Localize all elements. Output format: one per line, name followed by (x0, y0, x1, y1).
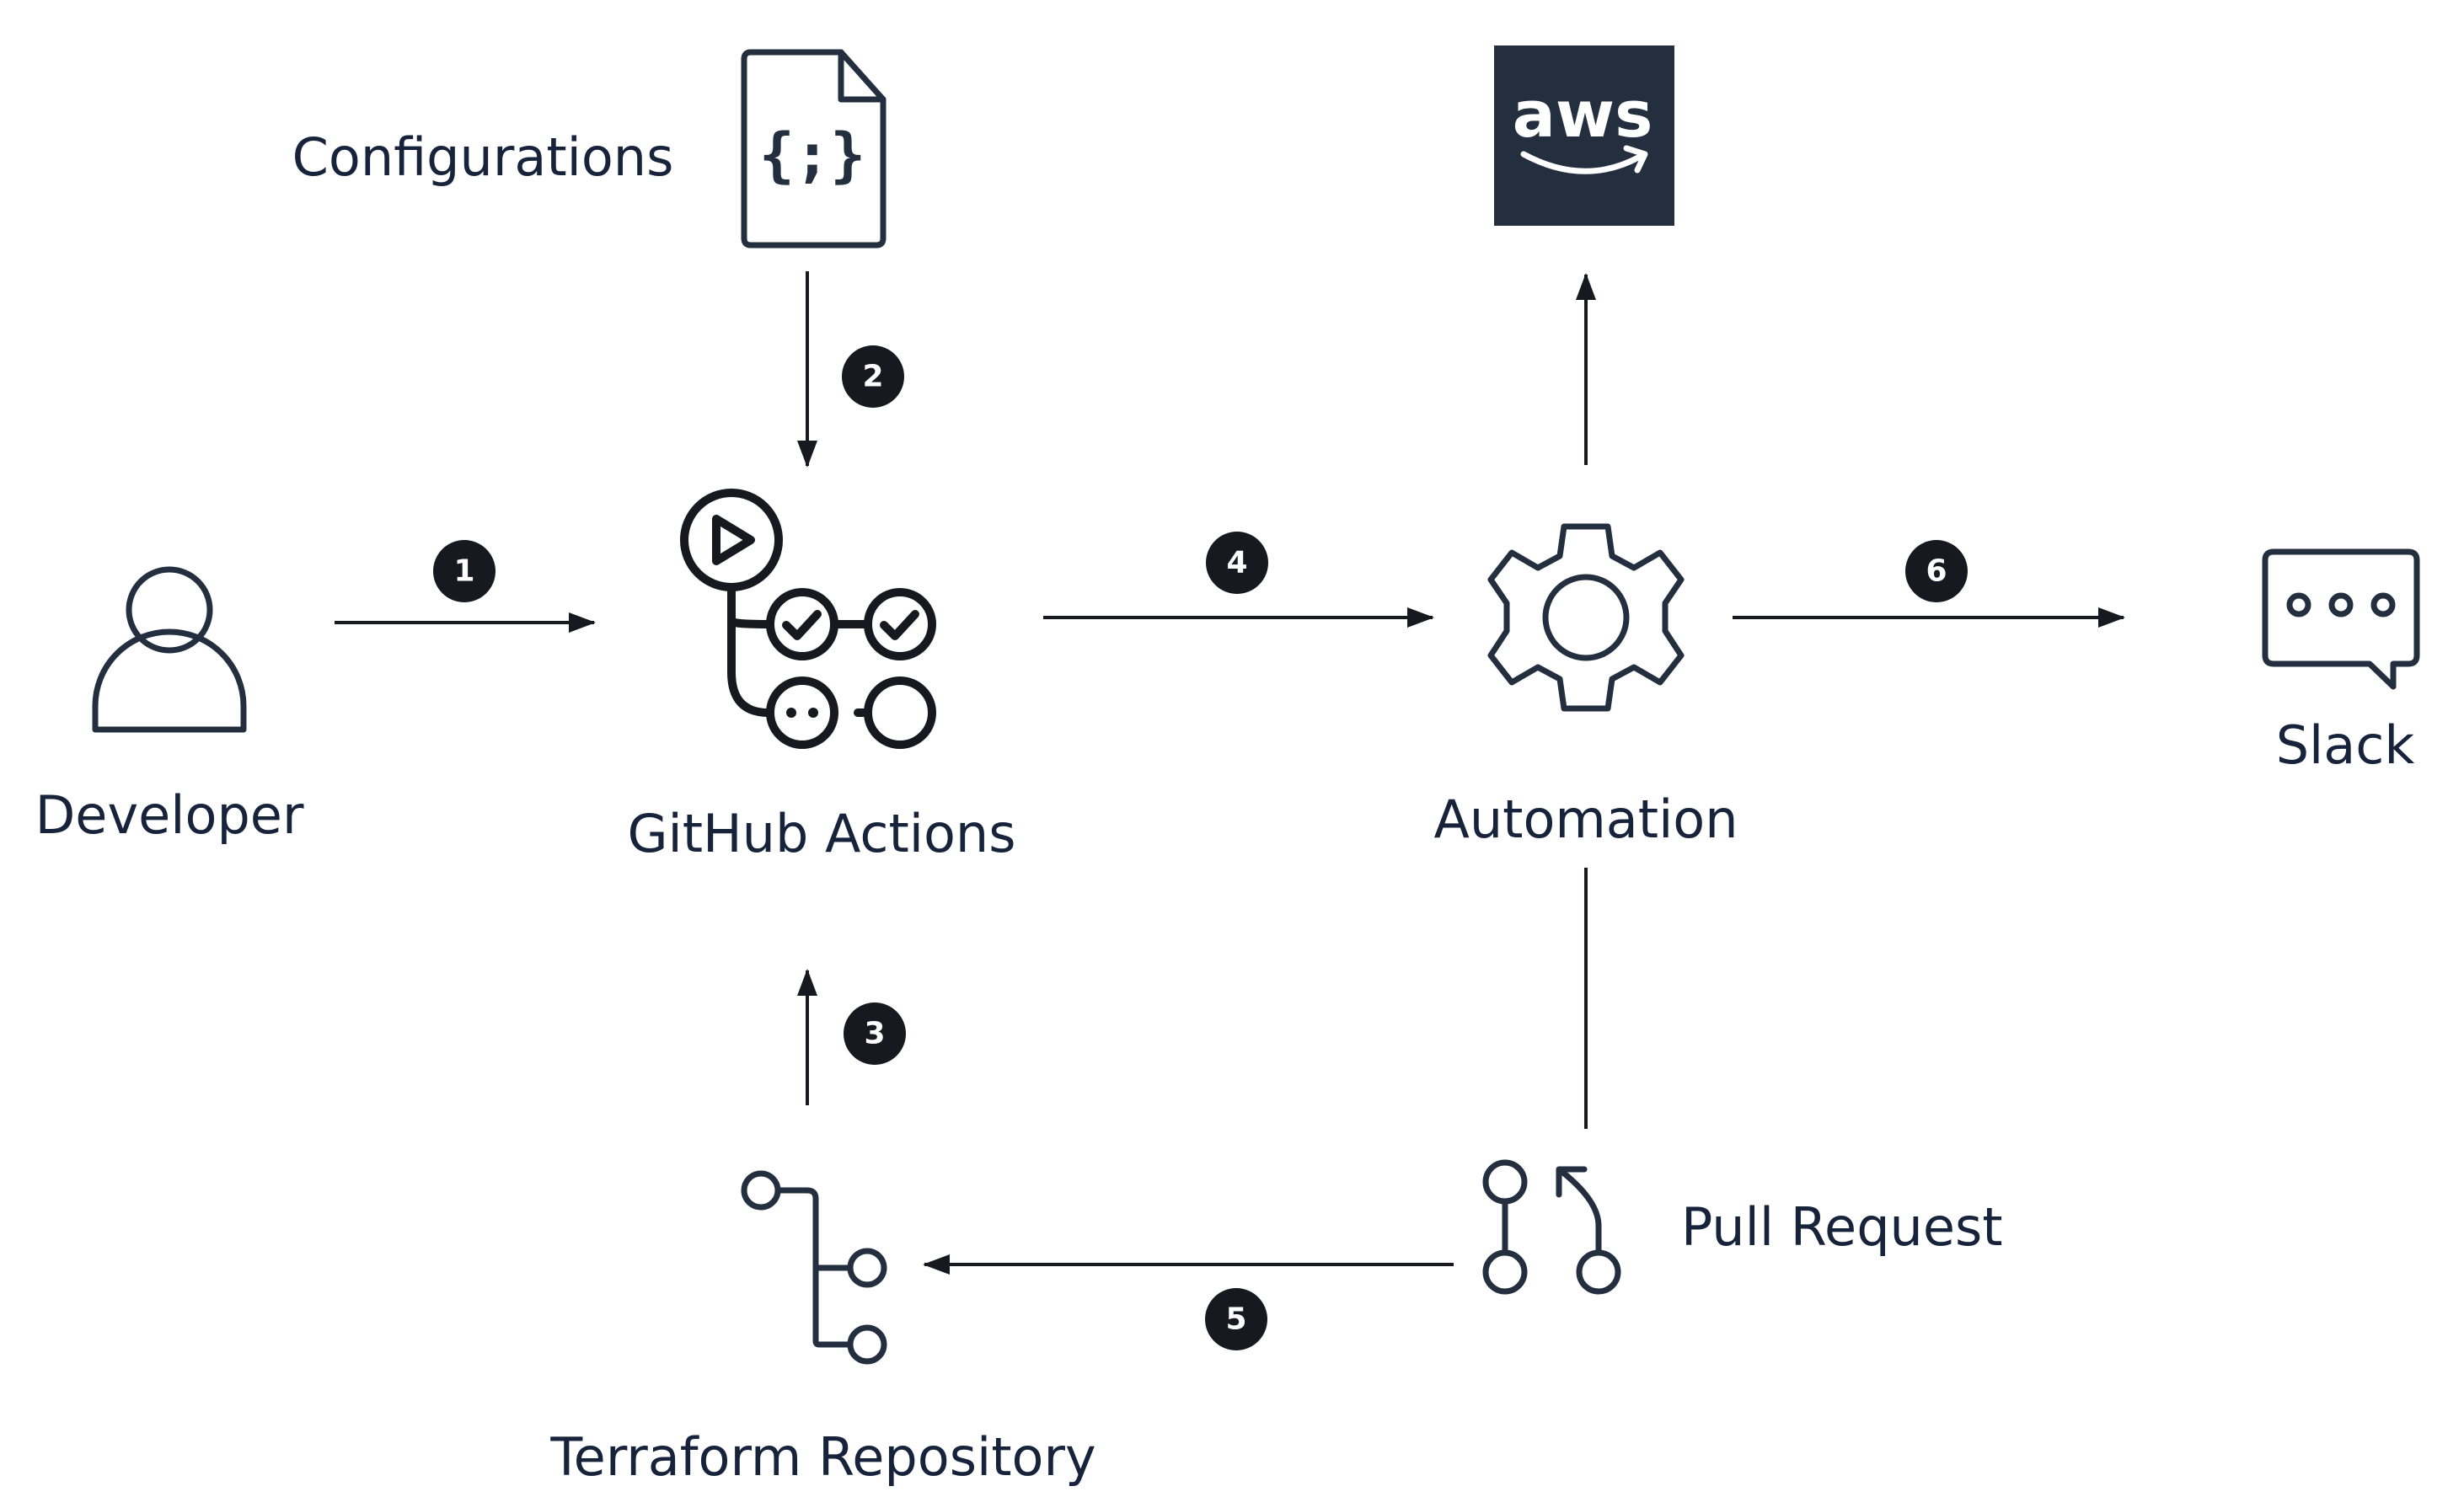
developer-node: Developer (35, 566, 304, 846)
step-number: 5 (1225, 1302, 1246, 1337)
step-number: 6 (1926, 554, 1947, 589)
pull-request-icon (1482, 1159, 1621, 1295)
step-badge-2: 2 (842, 345, 904, 408)
step-badge-1: 1 (433, 540, 495, 602)
step-badge-3: 3 (844, 1002, 906, 1065)
pull-request-node: Pull Request (1482, 1159, 2003, 1295)
automation-node: Automation (1433, 523, 1738, 850)
step-badge-4: 4 (1206, 532, 1268, 594)
aws-label: aws (1513, 77, 1653, 152)
step-number: 4 (1226, 546, 1247, 580)
terraform-repository-node: Terraform Repository (549, 1170, 1096, 1488)
slack-label: Slack (2276, 714, 2415, 776)
developer-label: Developer (35, 784, 304, 846)
github-actions-label: GitHub Actions (627, 803, 1015, 864)
chat-bubble-icon (2262, 548, 2420, 690)
step-number: 3 (864, 1017, 885, 1051)
step-number: 2 (862, 360, 883, 394)
json-glyph: {;} (759, 120, 865, 190)
user-icon (92, 566, 247, 733)
aws-logo (1494, 45, 1674, 226)
aws-node: aws (1494, 45, 1674, 226)
step-badge-5: 5 (1205, 1288, 1267, 1350)
json-file-icon: {;} (741, 49, 887, 249)
step-number: 1 (453, 554, 474, 589)
git-branch-icon (741, 1170, 887, 1365)
slack-node: Slack (2262, 548, 2420, 776)
github-actions-workflow-icon (680, 489, 936, 749)
automation-label: Automation (1433, 789, 1738, 850)
pull-request-label: Pull Request (1681, 1196, 2003, 1258)
configurations-label: Configurations (292, 126, 674, 188)
step-badge-6: 6 (1905, 540, 1968, 602)
github-actions-node: GitHub Actions (627, 489, 1016, 864)
aws-smile-icon (1520, 151, 1643, 174)
gear-icon (1487, 523, 1685, 712)
configurations-node: Configurations {;} (292, 49, 887, 249)
terraform-repository-label: Terraform Repository (549, 1426, 1095, 1488)
